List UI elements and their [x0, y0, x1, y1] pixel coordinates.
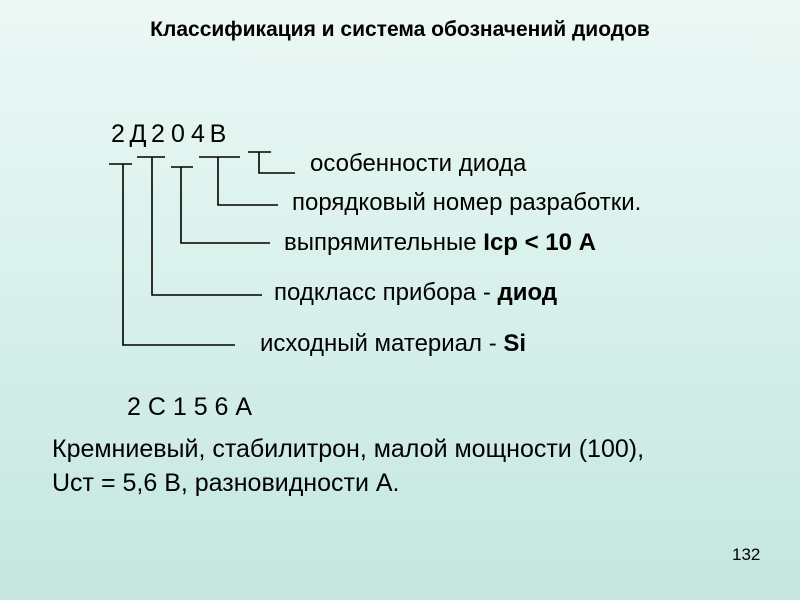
leader-serial: [217, 157, 278, 206]
code-char-purpose: 2: [151, 120, 165, 148]
zener-description: Кремниевый, стабилитрон, малой мощности …: [52, 432, 644, 500]
label-material: исходный материал - Si: [260, 330, 526, 358]
code-char-feature: В: [209, 120, 227, 148]
label-material-value: Si: [503, 330, 527, 357]
page-number: 132: [732, 545, 761, 564]
label-material-text: исходный материал -: [260, 330, 504, 357]
slide-title: Классификация и система обозначений диод…: [150, 18, 650, 41]
label-serial-number: порядковый номер разработки.: [292, 189, 642, 216]
description-line-1: Кремниевый, стабилитрон, малой мощности …: [52, 435, 645, 463]
label-subclass-value: диод: [497, 279, 558, 306]
label-subclass-text: подкласс прибора -: [274, 279, 498, 306]
leader-rectifier: [180, 167, 270, 244]
label-subclass: подкласс прибора - диод: [274, 279, 557, 307]
label-rectifier-text: выпрямительные: [284, 229, 484, 256]
code-char-material: 2: [111, 120, 125, 148]
label-rectifier-current: Iср < 10 А: [483, 229, 597, 256]
leader-features: [258, 152, 295, 174]
description-line-2: Uст = 5,6 В, разновидности А.: [52, 469, 400, 497]
leader-material: [122, 164, 235, 346]
code-char-serial-1: 0: [171, 120, 185, 148]
code-char-subclass: Д: [129, 120, 147, 148]
label-features: особенности диода: [310, 150, 527, 177]
zener-code-example: 2 С 1 5 6 А: [127, 393, 253, 421]
label-rectifier: выпрямительные Iср < 10 А: [284, 229, 596, 257]
leader-subclass: [151, 157, 262, 296]
code-char-serial-2: 4: [191, 120, 205, 148]
